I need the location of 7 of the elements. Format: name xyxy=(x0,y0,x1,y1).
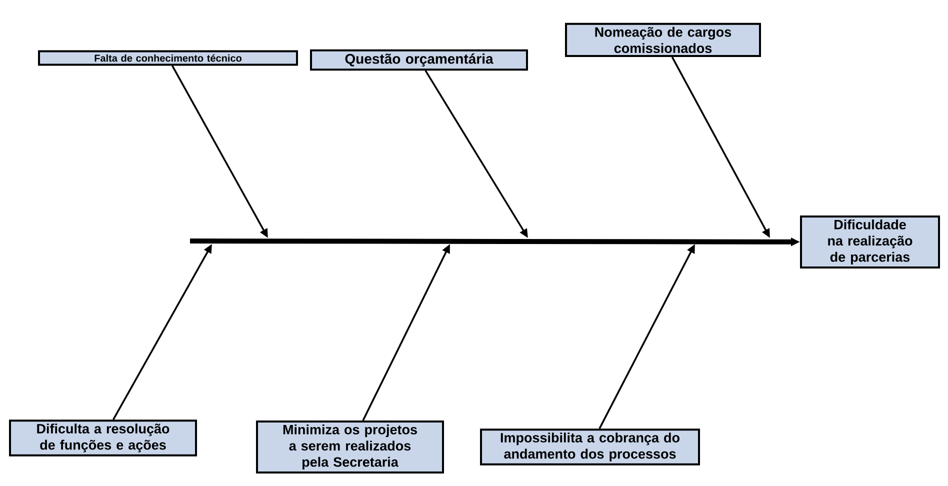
cause-box: Dificuldade na realização de parcerias xyxy=(800,216,940,268)
cause-box: Falta de conhecimento técnico xyxy=(38,50,298,66)
cause-box: Nomeação de cargos comissionados xyxy=(565,22,761,58)
cause-box: Impossibilita a cobrança do andamento dos processos xyxy=(480,428,700,466)
cause-box: Dificulta a resolução de funções e ações xyxy=(9,420,197,456)
cause-box: Minimiza os projetos a serem realizados pela Secretaria xyxy=(256,420,444,474)
cause-box: Questão orçamentária xyxy=(310,49,528,71)
